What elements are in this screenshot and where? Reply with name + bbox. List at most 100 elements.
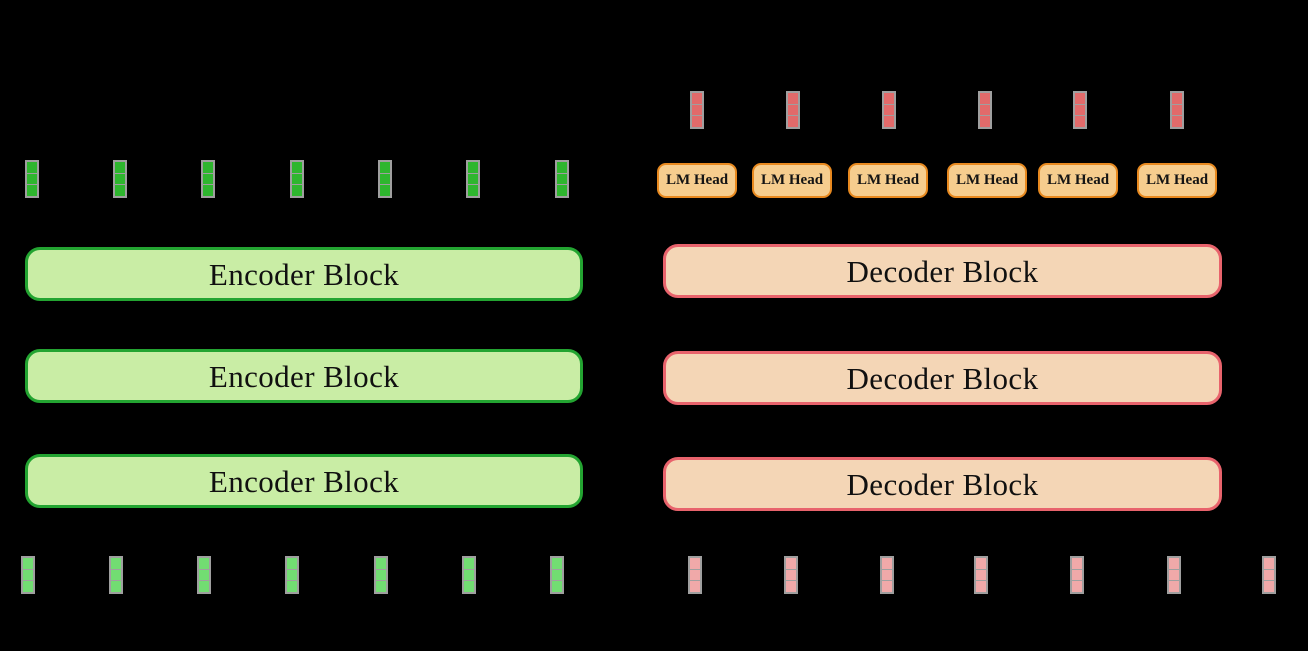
decoder-input-token-6-cell-3 — [1169, 580, 1179, 593]
decoder-output-token-3 — [882, 91, 896, 129]
decoder-output-token-3-cell-2 — [884, 103, 894, 116]
encoder-input-token-4-cell-2 — [287, 568, 297, 581]
encoder-input-token-1-cell-1 — [23, 558, 33, 569]
encoder-output-token-1-cell-3 — [27, 184, 37, 197]
encoder-output-token-7-cell-2 — [557, 172, 567, 185]
encoder-output-token-3-cell-3 — [203, 184, 213, 197]
encoder-input-token-7-cell-1 — [552, 558, 562, 569]
decoder-output-token-6-cell-3 — [1172, 115, 1182, 128]
encoder-input-token-5-cell-1 — [376, 558, 386, 569]
decoder-input-token-4-cell-2 — [976, 568, 986, 581]
decoder-block-1[interactable]: Decoder Block — [663, 244, 1222, 298]
decoder-input-token-7-cell-2 — [1264, 568, 1274, 581]
decoder-input-token-6 — [1167, 556, 1181, 594]
encoder-output-token-4 — [290, 160, 304, 198]
decoder-output-token-2-cell-3 — [788, 115, 798, 128]
encoder-output-token-6-cell-3 — [468, 184, 478, 197]
decoder-input-token-1-cell-2 — [690, 568, 700, 581]
lm-head-6[interactable]: LM Head — [1137, 163, 1217, 198]
encoder-output-token-1-cell-1 — [27, 162, 37, 173]
encoder-input-token-3-cell-2 — [199, 568, 209, 581]
decoder-input-token-4-cell-1 — [976, 558, 986, 569]
encoder-output-token-6-cell-1 — [468, 162, 478, 173]
encoder-output-token-4-cell-1 — [292, 162, 302, 173]
encoder-block-3[interactable]: Encoder Block — [25, 454, 583, 508]
lm-head-label: LM Head — [760, 172, 824, 188]
decoder-input-token-7-cell-1 — [1264, 558, 1274, 569]
encoder-block-label: Encoder Block — [208, 463, 400, 499]
encoder-input-token-7 — [550, 556, 564, 594]
decoder-block-label: Decoder Block — [846, 253, 1039, 289]
decoder-block-3[interactable]: Decoder Block — [663, 457, 1222, 511]
decoder-output-token-5-cell-3 — [1075, 115, 1085, 128]
lm-head-4[interactable]: LM Head — [947, 163, 1027, 198]
lm-head-3[interactable]: LM Head — [848, 163, 928, 198]
decoder-output-token-4 — [978, 91, 992, 129]
encoder-output-token-2-cell-1 — [115, 162, 125, 173]
decoder-input-token-5-cell-2 — [1072, 568, 1082, 581]
lm-head-label: LM Head — [856, 172, 920, 188]
decoder-input-token-2-cell-1 — [786, 558, 796, 569]
encoder-input-token-1-cell-3 — [23, 580, 33, 593]
decoder-output-token-1 — [690, 91, 704, 129]
encoder-output-token-5-cell-2 — [380, 172, 390, 185]
encoder-input-token-3-cell-3 — [199, 580, 209, 593]
encoder-input-token-4-cell-3 — [287, 580, 297, 593]
decoder-input-token-3-cell-3 — [882, 580, 892, 593]
decoder-output-token-3-cell-3 — [884, 115, 894, 128]
encoder-input-token-7-cell-3 — [552, 580, 562, 593]
decoder-output-token-1-cell-1 — [692, 93, 702, 104]
encoder-input-token-5 — [374, 556, 388, 594]
encoder-input-token-3 — [197, 556, 211, 594]
decoder-output-token-6 — [1170, 91, 1184, 129]
encoder-output-token-5 — [378, 160, 392, 198]
lm-head-5[interactable]: LM Head — [1038, 163, 1118, 198]
decoder-input-token-5-cell-1 — [1072, 558, 1082, 569]
encoder-output-token-1-cell-2 — [27, 172, 37, 185]
decoder-output-token-2 — [786, 91, 800, 129]
decoder-output-token-1-cell-2 — [692, 103, 702, 116]
decoder-output-token-1-cell-3 — [692, 115, 702, 128]
lm-head-1[interactable]: LM Head — [657, 163, 737, 198]
decoder-output-token-2-cell-2 — [788, 103, 798, 116]
encoder-output-token-1 — [25, 160, 39, 198]
decoder-block-2[interactable]: Decoder Block — [663, 351, 1222, 405]
decoder-input-token-7 — [1262, 556, 1276, 594]
lm-head-label: LM Head — [665, 172, 729, 188]
lm-head-2[interactable]: LM Head — [752, 163, 832, 198]
decoder-input-token-3-cell-2 — [882, 568, 892, 581]
decoder-input-token-1 — [688, 556, 702, 594]
encoder-block-1[interactable]: Encoder Block — [25, 247, 583, 301]
encoder-output-token-3 — [201, 160, 215, 198]
encoder-input-token-6-cell-1 — [464, 558, 474, 569]
encoder-block-2[interactable]: Encoder Block — [25, 349, 583, 403]
decoder-output-token-6-cell-2 — [1172, 103, 1182, 116]
encoder-output-token-7 — [555, 160, 569, 198]
decoder-input-token-2-cell-2 — [786, 568, 796, 581]
encoder-output-token-6-cell-2 — [468, 172, 478, 185]
encoder-input-token-2-cell-1 — [111, 558, 121, 569]
decoder-output-token-3-cell-1 — [884, 93, 894, 104]
decoder-output-token-5-cell-1 — [1075, 93, 1085, 104]
decoder-input-token-1-cell-3 — [690, 580, 700, 593]
encoder-block-label: Encoder Block — [208, 256, 400, 292]
encoder-output-token-5-cell-1 — [380, 162, 390, 173]
decoder-output-token-4-cell-2 — [980, 103, 990, 116]
decoder-input-token-3-cell-1 — [882, 558, 892, 569]
encoder-input-token-4 — [285, 556, 299, 594]
decoder-output-token-6-cell-1 — [1172, 93, 1182, 104]
encoder-input-token-1 — [21, 556, 35, 594]
decoder-output-token-2-cell-1 — [788, 93, 798, 104]
encoder-input-token-2 — [109, 556, 123, 594]
decoder-input-token-6-cell-2 — [1169, 568, 1179, 581]
encoder-output-token-6 — [466, 160, 480, 198]
encoder-input-token-2-cell-2 — [111, 568, 121, 581]
decoder-output-token-4-cell-3 — [980, 115, 990, 128]
decoder-output-token-5-cell-2 — [1075, 103, 1085, 116]
decoder-input-token-4 — [974, 556, 988, 594]
encoder-output-token-2-cell-3 — [115, 184, 125, 197]
decoder-output-token-5 — [1073, 91, 1087, 129]
encoder-input-token-5-cell-3 — [376, 580, 386, 593]
decoder-input-token-3 — [880, 556, 894, 594]
